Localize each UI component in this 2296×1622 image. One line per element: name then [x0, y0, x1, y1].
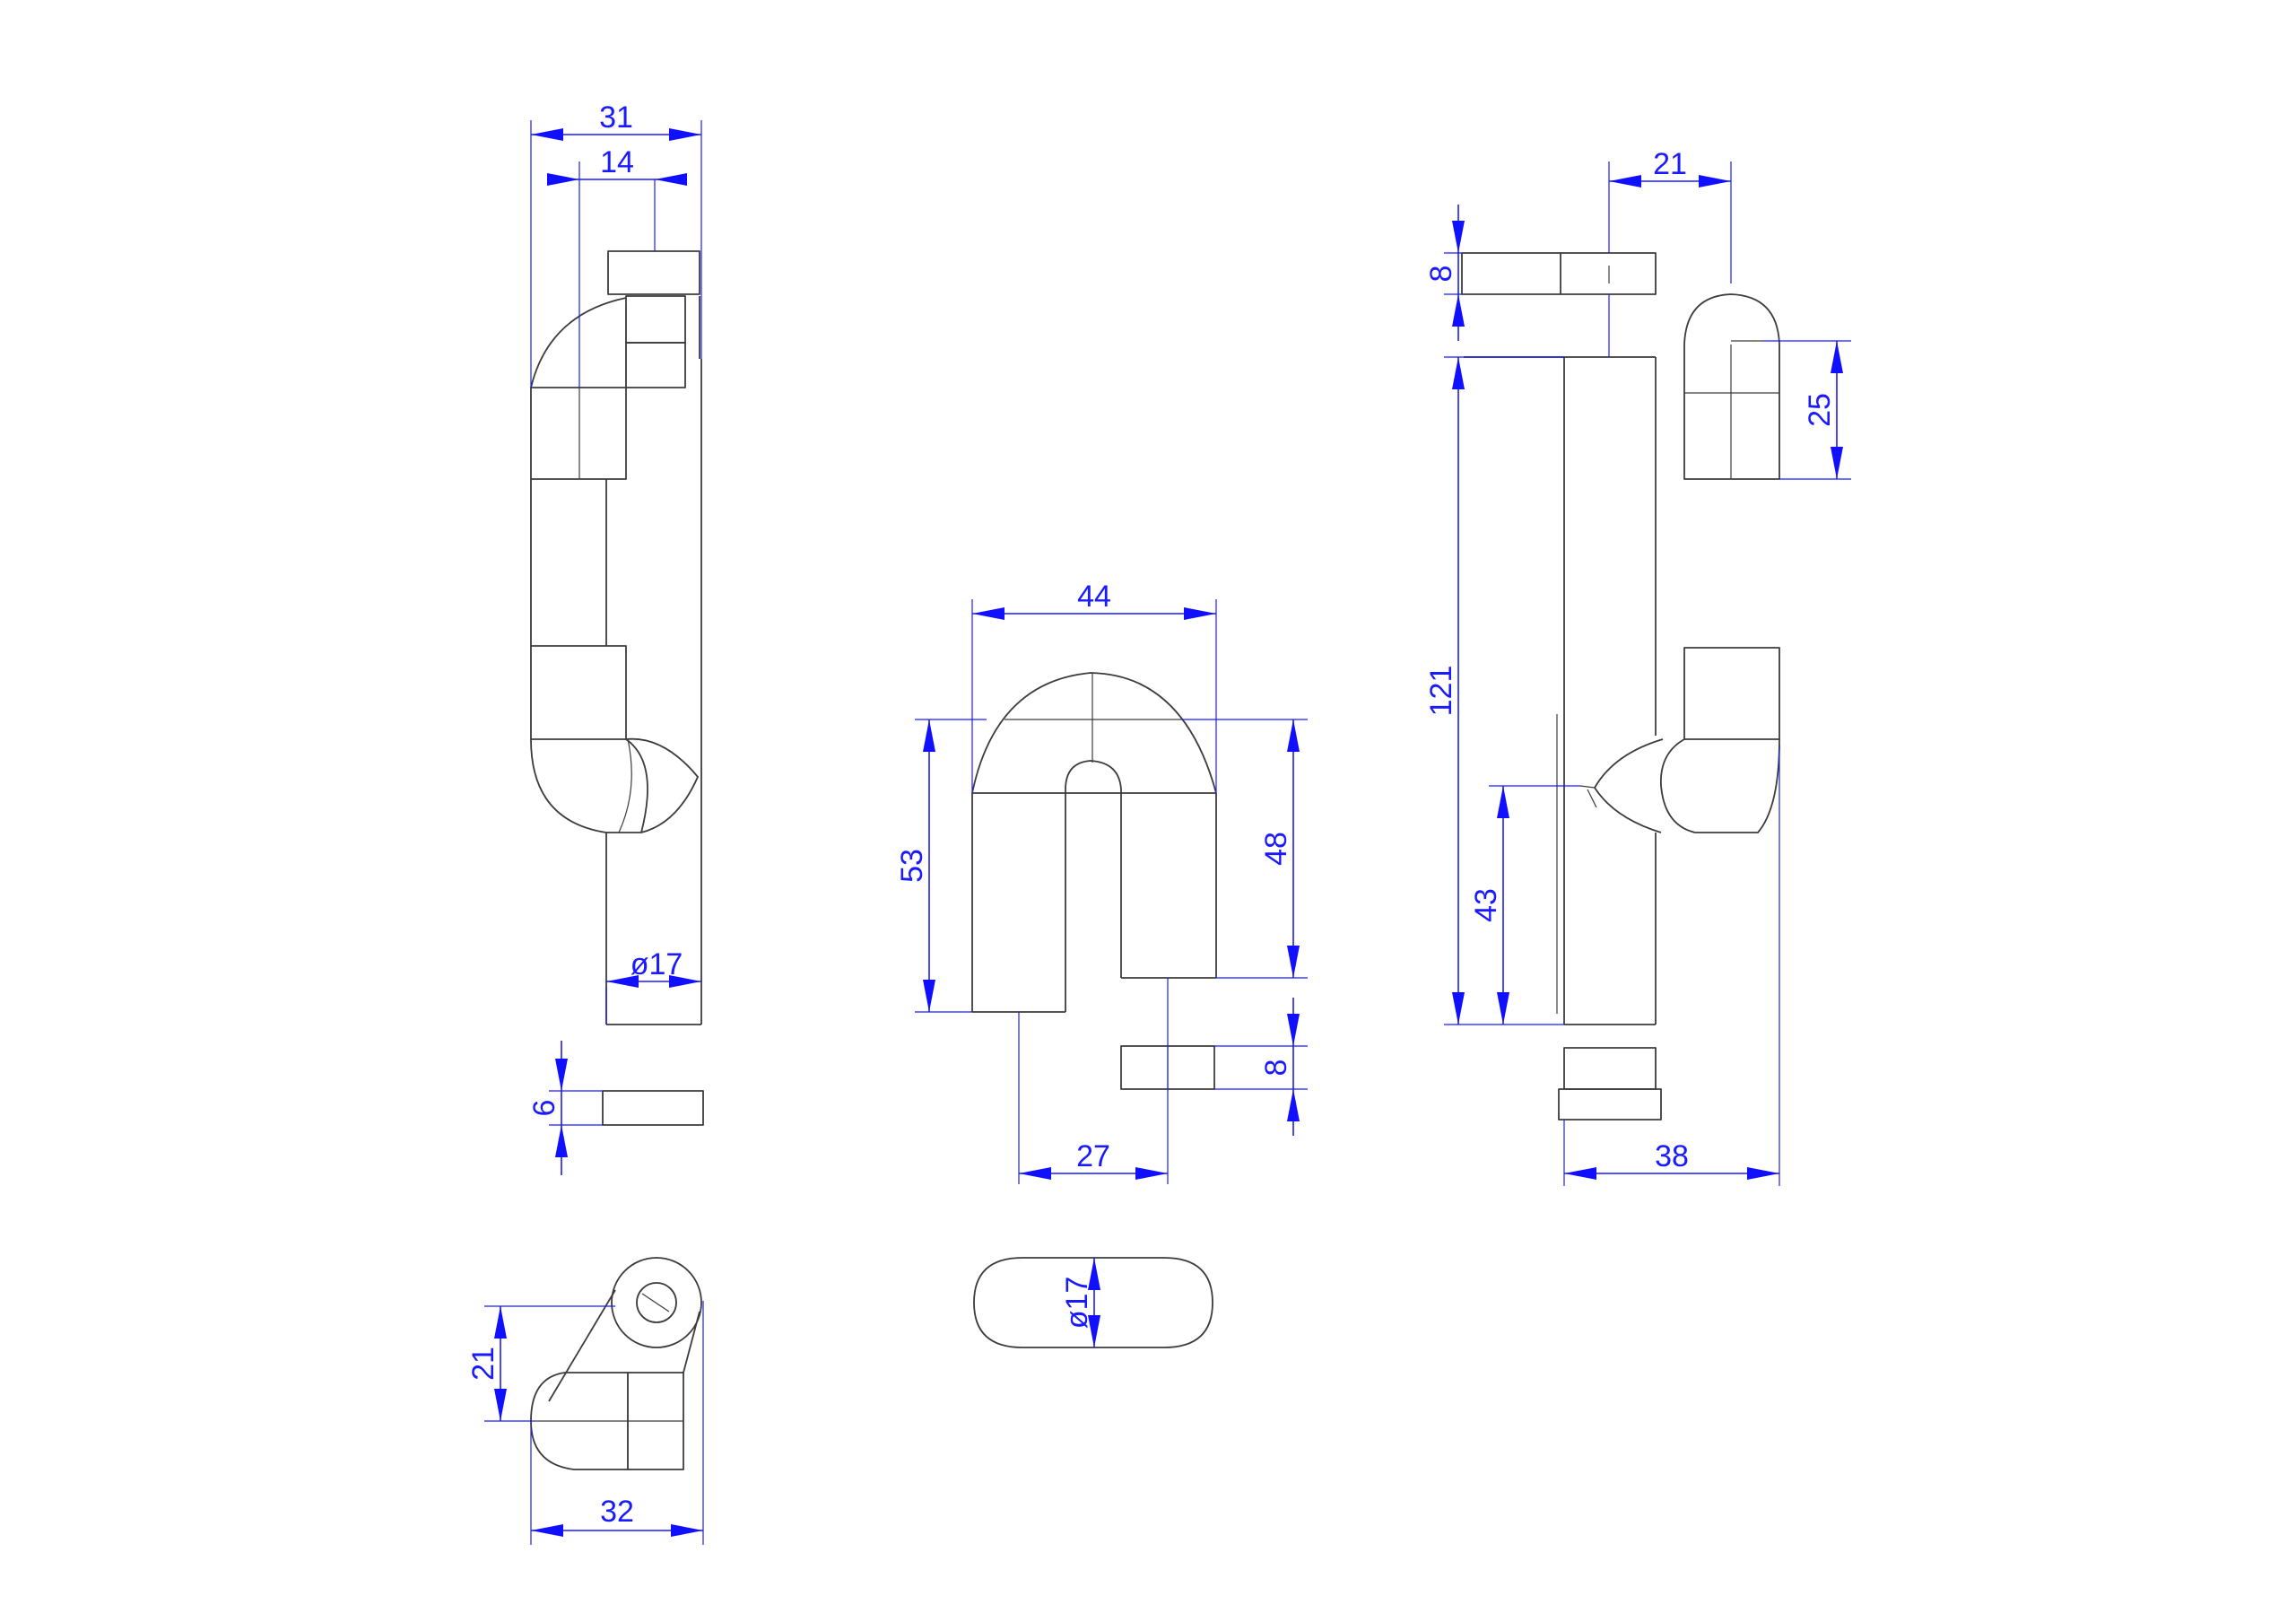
- dim-label-31: 31: [599, 100, 633, 135]
- dim-label-44: 44: [1077, 580, 1111, 614]
- dim-label-32: 32: [600, 1495, 634, 1529]
- middle-plan-view: [973, 1257, 1213, 1348]
- dim-label-dia17-plan: ø17: [1060, 1277, 1094, 1330]
- dim-label-dia17-side: ø17: [631, 947, 683, 981]
- dim-label-6: 6: [527, 1100, 561, 1117]
- dim-label-8-right: 8: [1424, 266, 1458, 283]
- dim-label-48: 48: [1259, 832, 1293, 866]
- dim-label-21-top: 21: [1653, 147, 1687, 181]
- dim-label-21-plan: 21: [466, 1347, 500, 1381]
- dimension-extension-lines: [484, 120, 1851, 1545]
- dim-label-121: 121: [1424, 666, 1458, 717]
- dim-label-53: 53: [895, 849, 929, 883]
- dim-label-43: 43: [1469, 888, 1503, 922]
- dim-label-8-mid: 8: [1259, 1060, 1293, 1077]
- middle-front-view: [971, 672, 1217, 1090]
- dim-label-25: 25: [1803, 393, 1837, 427]
- dim-label-38: 38: [1655, 1139, 1689, 1173]
- right-side-view: [1461, 252, 1780, 1121]
- left-plan-view: [530, 1257, 702, 1470]
- left-side-view: [530, 250, 704, 1126]
- dimension-lines: [494, 128, 1843, 1537]
- dim-label-14: 14: [600, 145, 634, 179]
- dim-label-27: 27: [1076, 1139, 1110, 1173]
- dimension-labels: 31 14 ø17 6 21 32 44 53 48 8 27 ø17 21 8…: [466, 100, 1837, 1529]
